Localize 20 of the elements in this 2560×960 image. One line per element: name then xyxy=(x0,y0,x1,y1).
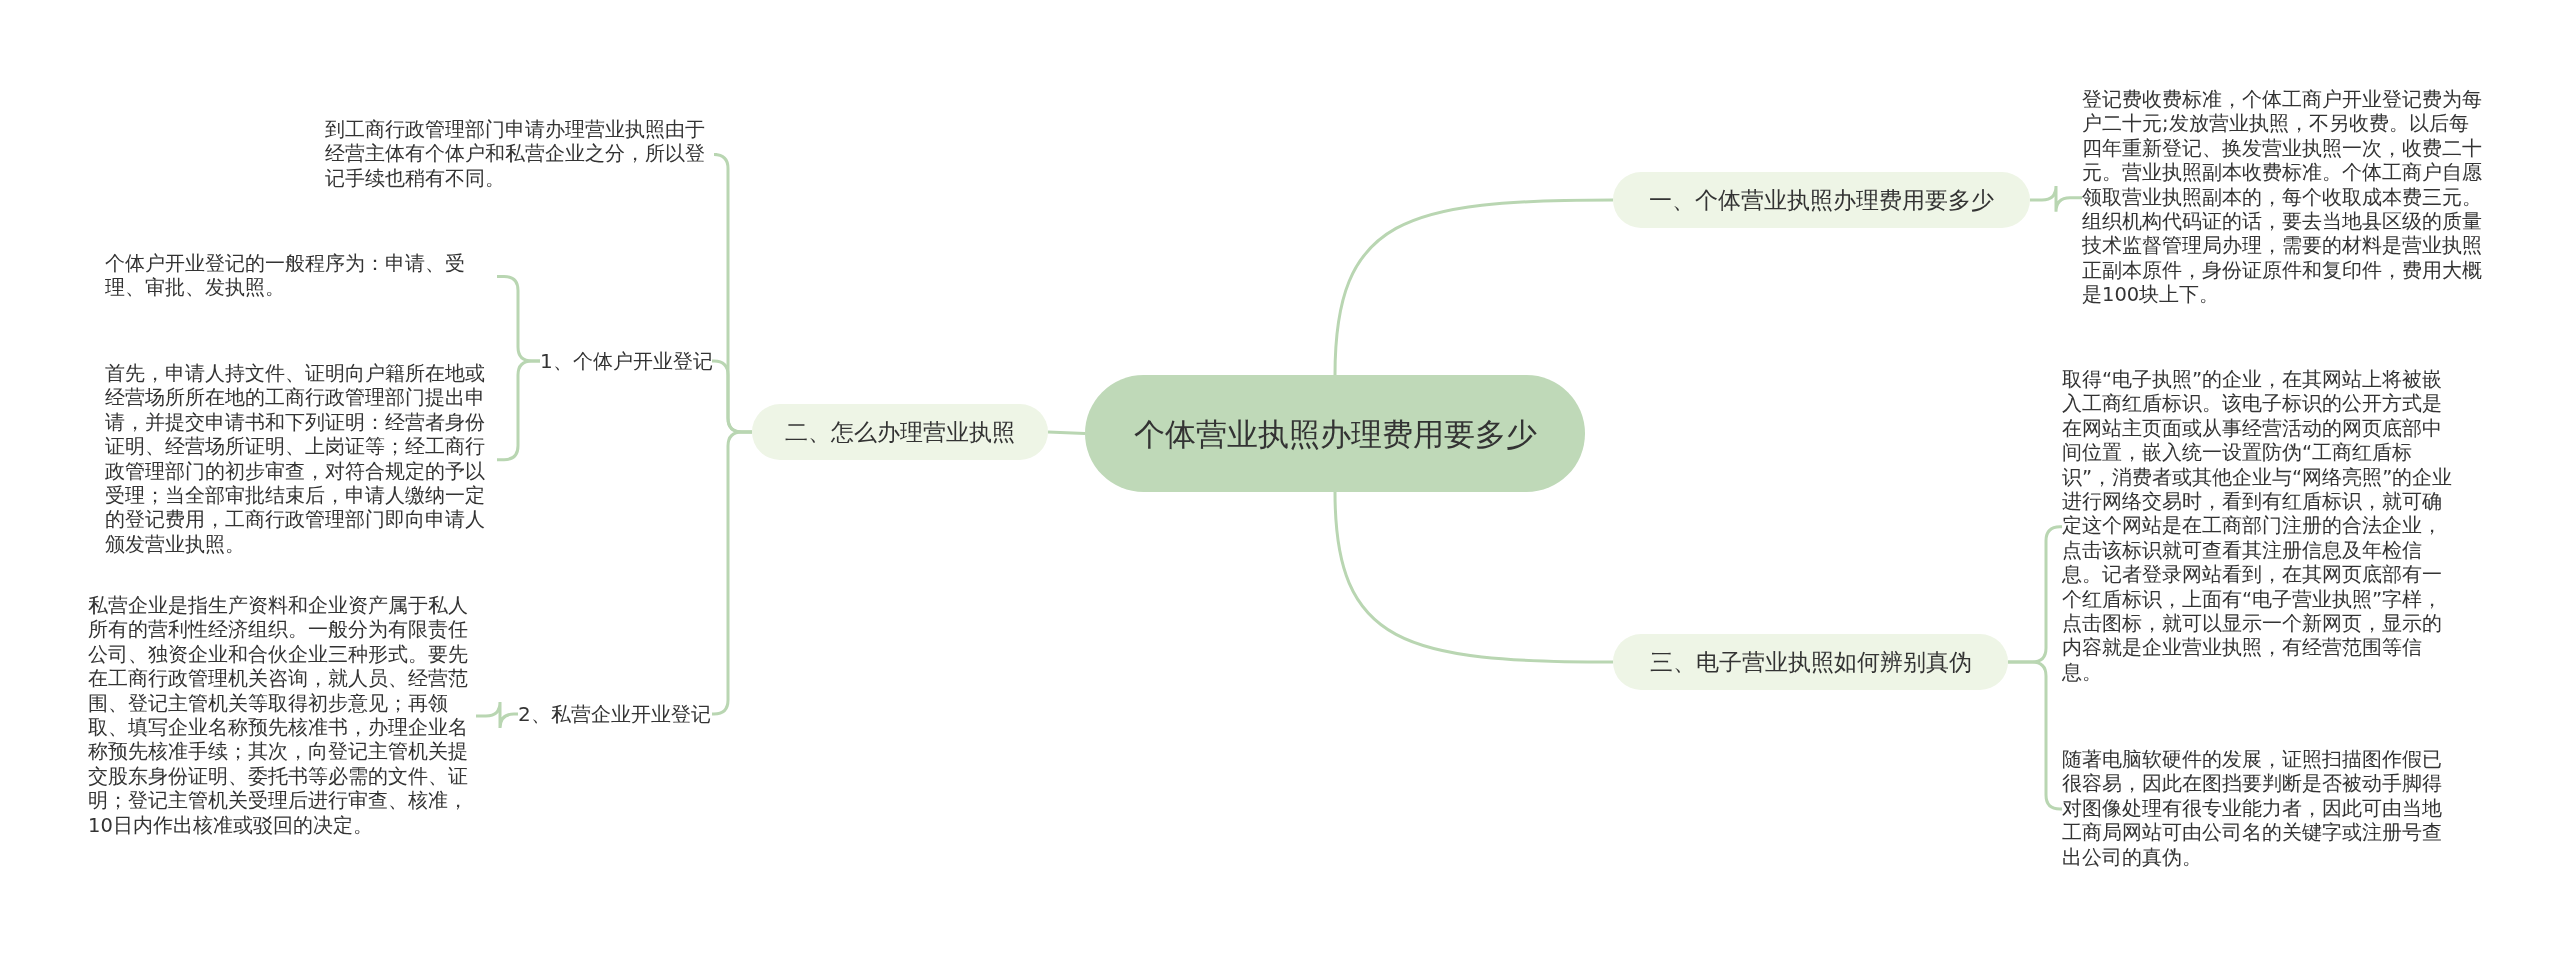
note-text: 随著电脑软硬件的发展，证照扫描图作假已很容易，因此在图挡要判断是否被动手脚得对图像处理有很专业能力者，因此可由当地工商局网站可由公司名的关键字或注册号查出公司的真伪。 xyxy=(2062,748,2454,871)
note-text: 取得“电子执照”的企业，在其网站上将被嵌入工商红盾标识。该电子标识的公开方式是在网站主页面或从事经营活动的网页底部中间位置，嵌入统一设置防伪“工商红盾标识”，消费者或其他企业与“网络亮照”的企业进行网络交易时，看到有红盾标识，就可确定这个网站是在工商部门注册的合法企业，点击该标识就可查看其注册信息及年检信息。记者登录网站看到，在其网页底部有一个红盾标识，上面有“电子营业执照”字样，点击图标，就可以显示一个新网页，显示的内容就是企业营业执照，有经营范围等信息。 xyxy=(2062,368,2454,686)
connector-line xyxy=(2030,184,2082,214)
connector-line xyxy=(1333,491,1613,664)
topic-bubble: 三、电子营业执照如何辨别真伪 xyxy=(1613,634,2008,690)
note-text: 私营企业是指生产资料和企业资产属于私人所有的营利性经济组织。一般分为有限责任公司、独资企业和合伙企业三种形式。要先在工商行政管理机关咨询，就人员、经营范围、登记主管机关等取得初步意见；再领取、填写企业名称预先核准书，办理企业名称预先核准手续；其次，向登记主管机关提交股东身份证明、委托书等必需的文件、证明；登记主管机关受理后进行审查、核准，10日内作出核准或驳回的决定。 xyxy=(88,594,476,839)
connector-line xyxy=(2008,660,2063,811)
subtopic-label: 1、个体户开业登记 xyxy=(540,346,712,376)
topic-bubble: 一、个体营业执照办理费用要多少 xyxy=(1613,172,2030,228)
note-text: 首先，申请人持文件、证明向户籍所在地或经营场所所在地的工商行政管理部门提出申请，并提交申请书和下列证明：经营者身份证明、经营场所证明、上岗证等；经工商行政管理部门的初步审查，对符合规定的予以受理；当全部审批结束后，申请人缴纳一定的登记费用，工商行政管理部门即向申请人颁发营业执照。 xyxy=(105,362,497,558)
central-topic: 个体营业执照办理费用要多少 xyxy=(1085,375,1585,492)
connector-line xyxy=(476,700,518,730)
topic-bubble: 二、怎么办理营业执照 xyxy=(752,404,1048,460)
connector-line xyxy=(1047,430,1086,435)
note-text: 到工商行政管理部门申请办理营业执照由于经营主体有个体户和私营企业之分，所以登记手续也稍有不同。 xyxy=(325,118,717,192)
connector-line xyxy=(1333,198,1613,376)
connector-line xyxy=(711,430,752,716)
note-text: 登记费收费标准，个体工商户开业登记费为每户二十元;发放营业执照，不另收费。以后每四年重新登记、换发营业执照一次，收费二十元。营业执照副本收费标准。个体工商户自愿领取营业执照副本的，每个收取成本费三元。组织机构代码证的话，要去当地县区级的质量技术监督管理局办理，需要的材料是营业执照正副本原件，身份证原件和复印件，费用大概是100块上下。 xyxy=(2082,88,2482,308)
note-text: 个体户开业登记的一般程序为：申请、受理、审批、发执照。 xyxy=(105,252,497,301)
subtopic-label: 2、私营企业开业登记 xyxy=(518,699,712,729)
